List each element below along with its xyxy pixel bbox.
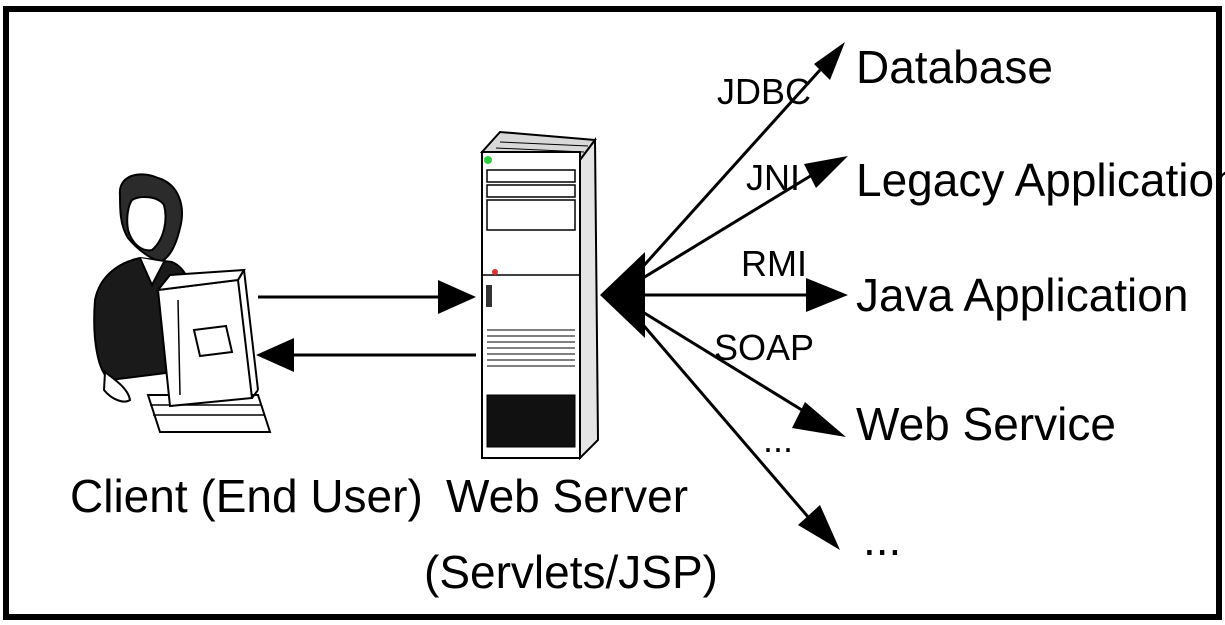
- arrow-line-more: [618, 297, 817, 526]
- arrowhead-webservice: [792, 402, 846, 437]
- target-label-more: ...: [863, 513, 901, 565]
- client-user-icon: [93, 173, 272, 433]
- protocol-label-jni: JNI: [746, 157, 800, 198]
- arrowhead-database: [814, 42, 845, 80]
- protocol-label-jdbc: JDBC: [717, 71, 811, 112]
- client-label: Client (End User): [70, 470, 423, 522]
- target-label-java-application: Java Application: [856, 269, 1188, 321]
- target-label-database: Database: [856, 41, 1053, 93]
- server-label-line2: (Servlets/JSP): [424, 546, 718, 598]
- arrow-line-webservice: [619, 296, 811, 417]
- target-label-web-service: Web Service: [856, 398, 1116, 450]
- client-to-server-arrow: [258, 280, 476, 314]
- arrow-line-database: [618, 68, 822, 294]
- person-face: [126, 196, 167, 252]
- server-label-line1: Web Server: [446, 470, 688, 522]
- protocol-label-rmi: RMI: [741, 243, 807, 284]
- server-to-client-arrow: [256, 338, 476, 372]
- target-label-legacy-application: Legacy Application: [856, 154, 1225, 206]
- arrow-line-legacy: [619, 173, 813, 294]
- protocol-label-more: ...: [763, 419, 793, 460]
- arrowhead-more: [798, 505, 840, 550]
- server-led-red: [492, 269, 498, 275]
- arrowhead-java: [806, 278, 848, 312]
- arrowhead-legacy: [804, 156, 848, 188]
- server-tower-icon: [479, 130, 600, 461]
- server-led-green: [484, 156, 492, 164]
- protocol-label-soap: SOAP: [714, 327, 814, 368]
